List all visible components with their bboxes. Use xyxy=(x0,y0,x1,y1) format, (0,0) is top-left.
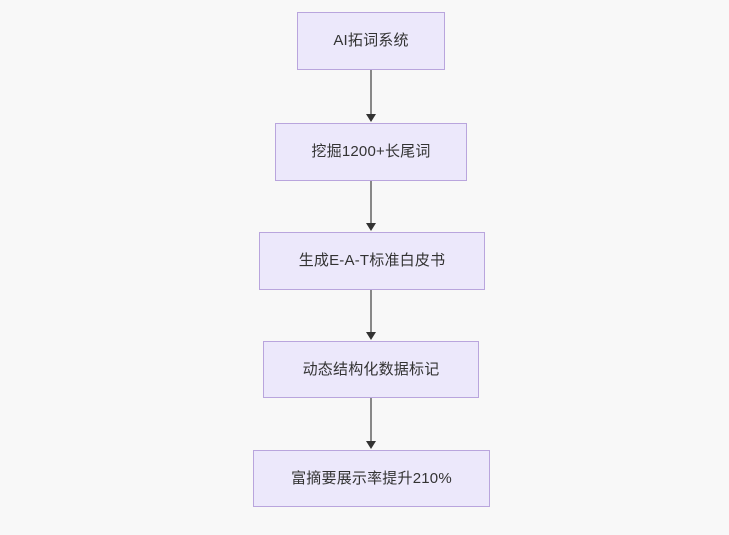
flow-edge-n3-n4 xyxy=(370,398,372,442)
arrow-down-icon xyxy=(366,441,376,449)
flow-edge-n0-n1 xyxy=(370,70,372,115)
arrow-down-icon xyxy=(366,223,376,231)
arrow-down-icon xyxy=(366,332,376,340)
flow-node-rich-snippet-impression-lift[interactable]: 富摘要展示率提升210% xyxy=(253,450,490,507)
flow-node-label: 挖掘1200+长尾词 xyxy=(311,143,431,160)
flow-node-label: 富摘要展示率提升210% xyxy=(291,469,452,487)
flow-edge-n2-n3 xyxy=(370,290,372,333)
arrow-down-icon xyxy=(366,114,376,122)
flow-node-label: AI拓词系统 xyxy=(333,32,409,49)
flow-node-dynamic-structured-data-markup[interactable]: 动态结构化数据标记 xyxy=(263,341,479,398)
flow-node-label: 动态结构化数据标记 xyxy=(302,360,440,378)
flow-node-generate-eat-whitepaper[interactable]: 生成E-A-T标准白皮书 xyxy=(259,232,485,290)
flow-node-ai-keyword-system[interactable]: AI拓词系统 xyxy=(297,12,445,70)
flow-node-mine-longtail-keywords[interactable]: 挖掘1200+长尾词 xyxy=(275,123,467,181)
flow-node-label: 生成E-A-T标准白皮书 xyxy=(298,252,446,269)
flow-edge-n1-n2 xyxy=(370,181,372,224)
